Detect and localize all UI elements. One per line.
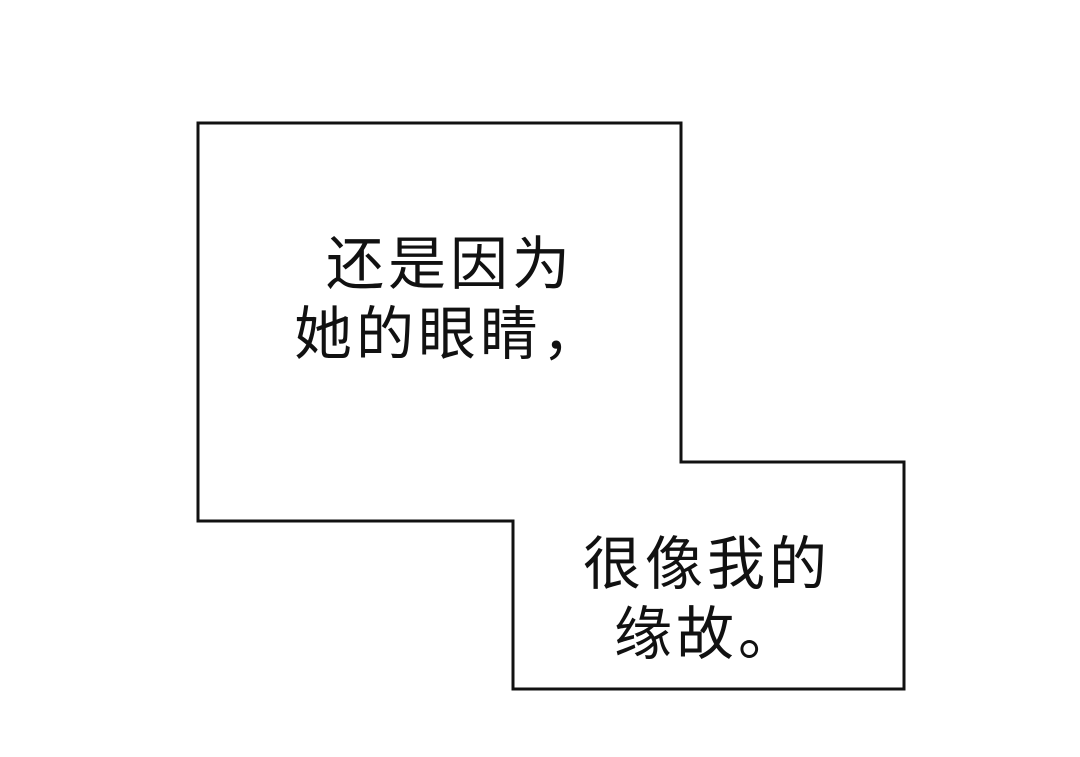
caption-upper-line-2: 她的眼睛， <box>294 300 605 368</box>
caption-box-outline <box>196 121 906 691</box>
caption-upper-line-1: 还是因为 <box>326 230 575 298</box>
caption-lower-line-2: 缘故。 <box>614 600 801 668</box>
caption-lower-line-1: 很像我的 <box>583 530 832 598</box>
